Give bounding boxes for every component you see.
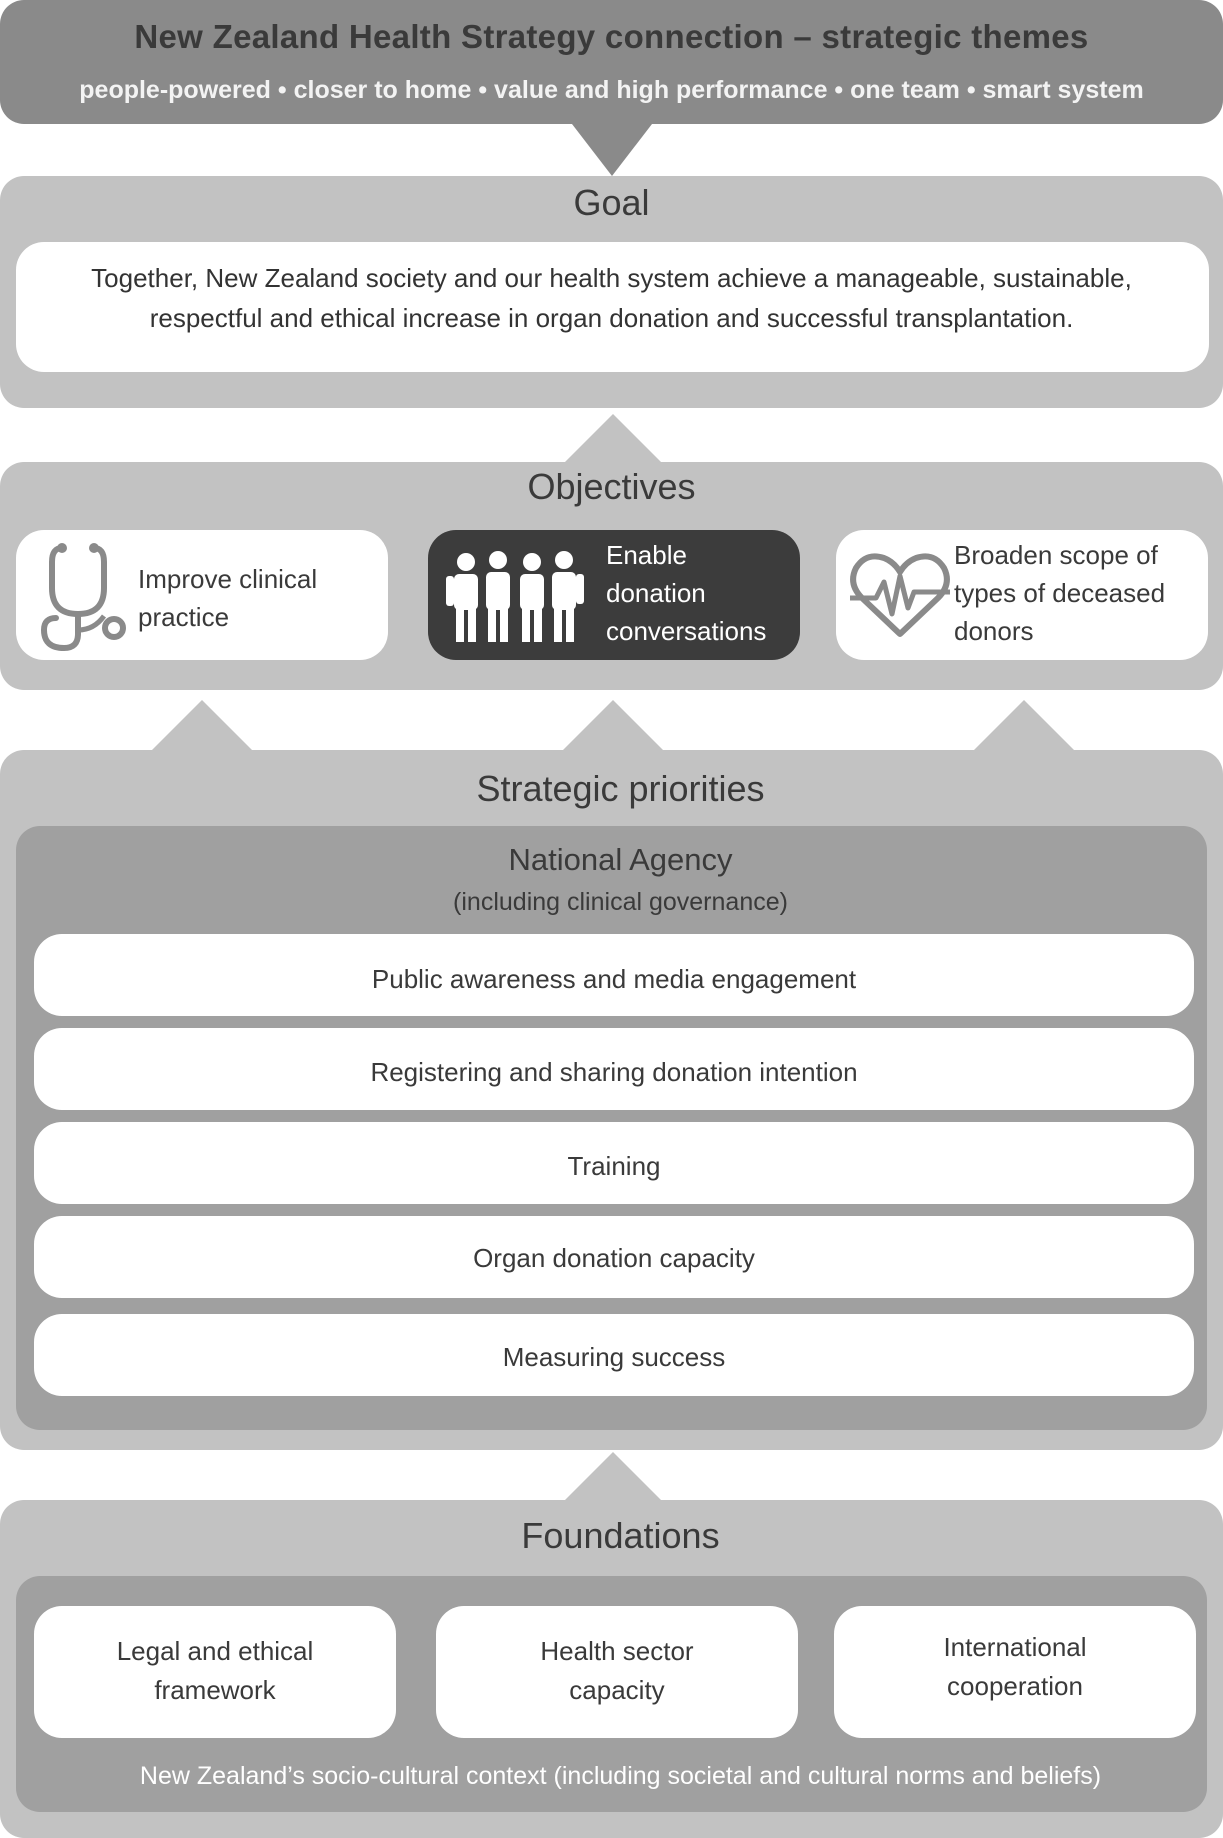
foundation-label-health-sector: Health sector capacity bbox=[436, 1632, 798, 1710]
objective-card-clinical-practice bbox=[16, 530, 388, 660]
objective-label-clinical-practice: Improve clinical practice bbox=[138, 560, 388, 636]
strategy-themes-header bbox=[0, 0, 1223, 124]
priority-item-label: Registering and sharing donation intenti… bbox=[370, 1057, 858, 1087]
objective-label-line: Broaden scope of bbox=[954, 540, 1158, 570]
socio-cultural-context: New Zealand’s socio-cultural context (in… bbox=[139, 1762, 1102, 1790]
objective-label-line: Enable bbox=[606, 540, 687, 570]
foundation-label-line: International bbox=[943, 1632, 1087, 1662]
priority-item-label: Training bbox=[567, 1151, 661, 1181]
up-arrow bbox=[563, 1452, 663, 1502]
objective-label-deceased-donors: Broaden scope of types of deceased donor… bbox=[954, 536, 1204, 650]
foundation-card-legal bbox=[34, 1606, 396, 1738]
foundation-label-line: capacity bbox=[569, 1675, 665, 1705]
priority-item bbox=[34, 1028, 1194, 1110]
goal-text: Together, New Zealand society and our he… bbox=[40, 258, 1183, 338]
up-arrow bbox=[974, 700, 1074, 750]
foundation-label-line: cooperation bbox=[947, 1671, 1083, 1701]
priority-item-label: Measuring success bbox=[502, 1342, 726, 1372]
foundation-label-line: Legal and ethical bbox=[116, 1636, 314, 1666]
up-arrow bbox=[152, 700, 252, 750]
objectives-title: Objectives bbox=[527, 466, 696, 507]
foundation-label-line: framework bbox=[154, 1675, 276, 1705]
foundation-card-international bbox=[834, 1606, 1196, 1738]
national-agency-subtitle: (including clinical governance) bbox=[453, 888, 788, 916]
objective-label-line: practice bbox=[138, 602, 230, 632]
priority-item bbox=[34, 934, 1194, 1016]
priority-item bbox=[34, 1122, 1194, 1204]
objective-label-line: conversations bbox=[606, 616, 767, 646]
foundation-label-line: Health sector bbox=[540, 1636, 694, 1666]
up-arrow bbox=[563, 414, 663, 464]
foundation-label-international: International cooperation bbox=[834, 1628, 1196, 1706]
strategic-priorities-title: Strategic priorities bbox=[476, 768, 765, 809]
objective-label-line: donation bbox=[606, 578, 706, 608]
heart-pulse-icon bbox=[850, 553, 950, 637]
priority-item-label: Public awareness and media engagement bbox=[371, 964, 857, 994]
objective-label-line: types of deceased bbox=[954, 578, 1166, 608]
header-title: New Zealand Health Strategy connection –… bbox=[134, 18, 1089, 55]
down-arrow bbox=[572, 124, 652, 176]
up-arrow bbox=[563, 700, 663, 750]
priority-item-label: Organ donation capacity bbox=[473, 1243, 755, 1273]
foundation-label-legal: Legal and ethical framework bbox=[34, 1632, 396, 1710]
objective-card-donation-conversations bbox=[428, 530, 800, 660]
national-agency-title: National Agency bbox=[508, 842, 733, 877]
objective-label-line: donors bbox=[954, 616, 1034, 646]
priority-item bbox=[34, 1216, 1194, 1298]
header-themes: people-powered • closer to home • value … bbox=[79, 76, 1144, 104]
foundations-title: Foundations bbox=[521, 1515, 720, 1556]
goal-box bbox=[16, 242, 1209, 372]
people-group-icon bbox=[446, 551, 584, 642]
foundation-card-health-sector bbox=[436, 1606, 798, 1738]
goal-text-line-2: respectful and ethical increase in organ… bbox=[149, 303, 1074, 333]
objective-card-deceased-donors bbox=[836, 530, 1208, 660]
objective-label-donation-conversations: Enable donation conversations bbox=[606, 536, 806, 650]
goal-title: Goal bbox=[573, 182, 650, 223]
priority-item bbox=[34, 1314, 1194, 1396]
goal-text-line-1: Together, New Zealand society and our he… bbox=[91, 263, 1132, 293]
stethoscope-icon bbox=[40, 543, 126, 652]
objective-label-line: Improve clinical bbox=[138, 564, 318, 594]
